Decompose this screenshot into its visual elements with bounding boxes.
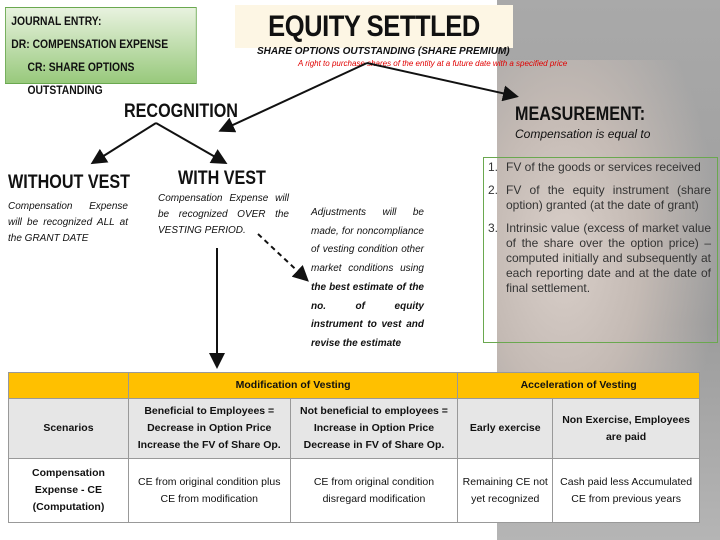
recognition-heading: RECOGNITION (124, 101, 238, 122)
journal-title: JOURNAL ENTRY: (11, 16, 102, 28)
row-header: Compensation Expense - CE (Computation) (8, 458, 129, 523)
adjustment-bold: the best estimate of the no. of equity i… (311, 281, 424, 349)
item-text: FV of the goods or services received (506, 160, 701, 174)
item-number: 2. (488, 183, 499, 197)
table-cell: Early exercise (457, 398, 554, 459)
table-cell: CE from original condition plus CE from … (127, 458, 291, 523)
empty-cell (8, 372, 129, 399)
adjustment-text: Adjustments will be made, for noncomplia… (311, 204, 424, 354)
measurement-heading: MEASUREMENT: (515, 104, 646, 125)
table-row: Compensation Expense - CE (Computation)C… (8, 458, 700, 523)
arrow-adjustment (257, 233, 309, 282)
table-cell: Not beneficial to employees = Increase i… (289, 398, 459, 459)
without-vest-text: Compensation Expense will be recognized … (8, 201, 128, 244)
page-title: EQUITY SETTLED (268, 10, 480, 43)
item-text: Intrinsic value (excess of market value … (506, 221, 711, 295)
list-item: 2. FV of the equity instrument (share opt… (488, 183, 711, 213)
arrow-measurement (366, 62, 519, 102)
item-number: 3. (488, 221, 499, 235)
arrow-recognition (218, 62, 368, 133)
journal-credit: CR: SHARE OPTIONS OUTSTANDING (27, 62, 135, 97)
with-vest-text: Compensation Expense will be recognized … (158, 193, 289, 236)
measurement-subheading: Compensation is equal to (515, 127, 651, 141)
list-item: 1. FV of the goods or services received (488, 160, 711, 175)
adjustment-plain: Adjustments will be made, for noncomplia… (311, 207, 424, 275)
item-text: FV of the equity instrument (share optio… (506, 183, 711, 212)
definition: A right to purchase shares of the entity… (298, 59, 568, 68)
measurement-list: 1. FV of the goods or services received 2… (483, 157, 718, 343)
arrow-without-vest (90, 122, 157, 165)
row-header: Scenarios (8, 398, 129, 459)
group-header: Acceleration of Vesting (457, 372, 700, 399)
journal-entry-box: JOURNAL ENTRY: DR: COMPENSATION EXPENSE … (5, 7, 197, 97)
with-vest-heading: WITH VEST (178, 168, 266, 189)
table-cell: Cash paid less Accumulated CE from previ… (552, 458, 700, 523)
title-box: EQUITY SETTLED (235, 5, 513, 48)
journal-debit: DR: COMPENSATION EXPENSE (11, 39, 169, 51)
arrow-with-vest (155, 122, 228, 164)
group-header: Modification of Vesting (127, 372, 459, 399)
item-number: 1. (488, 160, 499, 174)
table-cell: CE from original condition disregard mod… (289, 458, 459, 523)
list-item: 3. Intrinsic value (excess of market valu… (488, 221, 711, 296)
table-cell: Beneficial to Employees = Decrease in Op… (127, 398, 291, 459)
subtitle: SHARE OPTIONS OUTSTANDING (SHARE PREMIUM… (257, 46, 510, 57)
table-cell: Non Exercise, Employees are paid (552, 398, 700, 459)
without-vest-heading: WITHOUT VEST (8, 172, 131, 193)
table-cell: Remaining CE not yet recognized (457, 458, 554, 523)
